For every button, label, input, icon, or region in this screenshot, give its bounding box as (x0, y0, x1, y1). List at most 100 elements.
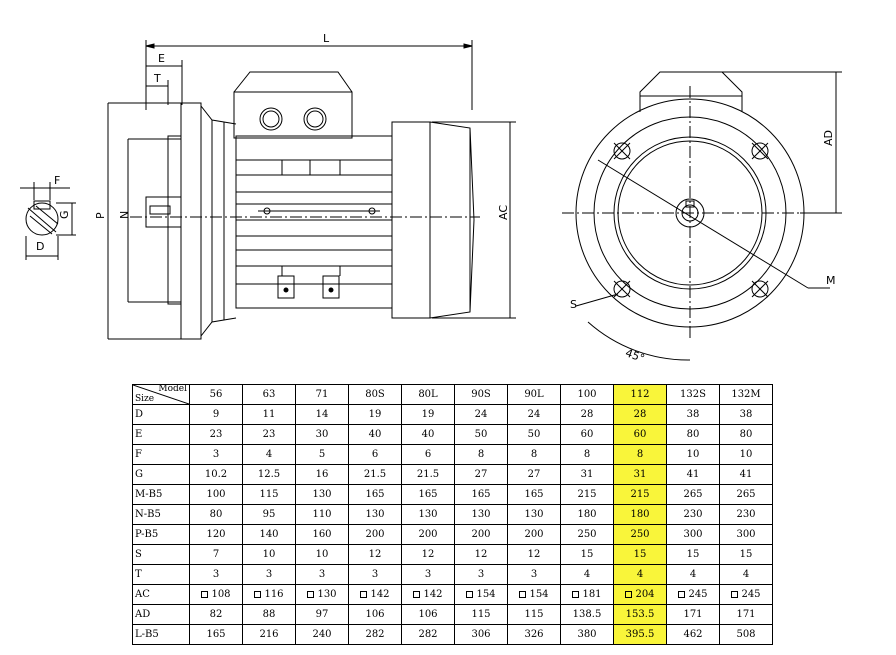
cell-value: 5 (318, 449, 326, 460)
model-header-1: 63 (242, 384, 296, 405)
table-cell: 204 (613, 584, 667, 605)
table-cell: 265 (719, 484, 773, 505)
row-label: M-B5 (132, 484, 190, 505)
table-cell: 508 (719, 624, 773, 645)
table-cell: 142 (348, 584, 402, 605)
table-cell: 10 (295, 544, 349, 565)
table-cell: 282 (348, 624, 402, 645)
table-cell: 142 (401, 584, 455, 605)
table-cell: 380 (560, 624, 614, 645)
table-cell: 6 (401, 444, 455, 465)
dim-label-P: P (94, 212, 107, 219)
table-cell: 4 (560, 564, 614, 585)
cell-value: 27 (474, 469, 488, 480)
cell-value: 154 (529, 589, 549, 600)
model-header-8: 112 (613, 384, 667, 405)
cell-value: 40 (368, 429, 382, 440)
dim-label-S: S (570, 298, 577, 311)
cell-value: 215 (630, 489, 650, 500)
cell-value: 153.5 (625, 609, 655, 620)
corner-diagonal (133, 385, 189, 404)
cell-value: 115 (259, 489, 279, 500)
square-symbol-icon (466, 591, 474, 598)
cell-value: 6 (371, 449, 379, 460)
table-cell: 27 (454, 464, 508, 485)
table-cell: 282 (401, 624, 455, 645)
cell-value: 3 (212, 569, 220, 580)
table-cell: 19 (348, 404, 402, 425)
row-label: AD (132, 604, 190, 625)
table-cell: 40 (348, 424, 402, 445)
cell-value: 100 (206, 489, 226, 500)
corner-model-label: Model (158, 384, 187, 394)
table-cell: 200 (348, 524, 402, 545)
cell-value: 130 (524, 509, 544, 520)
cell-value: 130 (317, 589, 337, 600)
table-cell: 154 (454, 584, 508, 605)
table-cell: 50 (507, 424, 561, 445)
cell-value: 380 (577, 629, 597, 640)
model-header-4: 80L (401, 384, 455, 405)
table-cell: 28 (560, 404, 614, 425)
cell-value: 230 (683, 509, 703, 520)
table-cell: 7 (189, 544, 243, 565)
cell-value: 31 (580, 469, 594, 480)
cell-value: 142 (370, 589, 390, 600)
cell-value: 110 (312, 509, 332, 520)
cell-value: 16 (315, 469, 329, 480)
cell-value: 250 (630, 529, 650, 540)
cell-value: 300 (683, 529, 703, 540)
cell-value: 7 (212, 549, 220, 560)
cell-value: 8 (477, 449, 485, 460)
table-cell: 171 (666, 604, 720, 625)
cell-value: 130 (471, 509, 491, 520)
table-cell: 140 (242, 524, 296, 545)
cell-value: 3 (212, 449, 220, 460)
table-cell: 23 (189, 424, 243, 445)
table-cell: 250 (560, 524, 614, 545)
table-corner-cell: Model Size (132, 384, 190, 405)
model-header-7: 100 (560, 384, 614, 405)
motor-dimension-drawing: L E T F G D P N AC AD M S 45° (20, 32, 842, 365)
cell-value: 165 (418, 489, 438, 500)
table-cell: 95 (242, 504, 296, 525)
cell-value: 60 (633, 429, 647, 440)
table-cell: 165 (454, 484, 508, 505)
table-cell: 11 (242, 404, 296, 425)
cell-value: 160 (312, 529, 332, 540)
table-cell: 326 (507, 624, 561, 645)
table-cell: 3 (295, 564, 349, 585)
cell-value: 180 (577, 509, 597, 520)
cell-value: 106 (365, 609, 385, 620)
cell-value: 265 (683, 489, 703, 500)
cell-value: 115 (471, 609, 491, 620)
table-cell: 115 (242, 484, 296, 505)
table-cell: 130 (454, 504, 508, 525)
table-cell: 130 (295, 484, 349, 505)
cell-value: 200 (418, 529, 438, 540)
cell-value: 80 (209, 509, 223, 520)
table-cell: 171 (719, 604, 773, 625)
table-cell: 6 (348, 444, 402, 465)
table-cell: 300 (719, 524, 773, 545)
cell-value: 10 (686, 449, 700, 460)
table-cell: 40 (401, 424, 455, 445)
table-cell: 3 (454, 564, 508, 585)
cell-value: 27 (527, 469, 541, 480)
dim-label-N: N (118, 211, 131, 219)
table-cell: 115 (454, 604, 508, 625)
dim-label-L: L (323, 32, 330, 45)
table-cell: 4 (666, 564, 720, 585)
cell-value: 4 (636, 569, 644, 580)
table-cell: 116 (242, 584, 296, 605)
cell-value: 38 (686, 409, 700, 420)
cell-value: 200 (365, 529, 385, 540)
cell-value: 21.5 (416, 469, 440, 480)
cell-value: 8 (530, 449, 538, 460)
